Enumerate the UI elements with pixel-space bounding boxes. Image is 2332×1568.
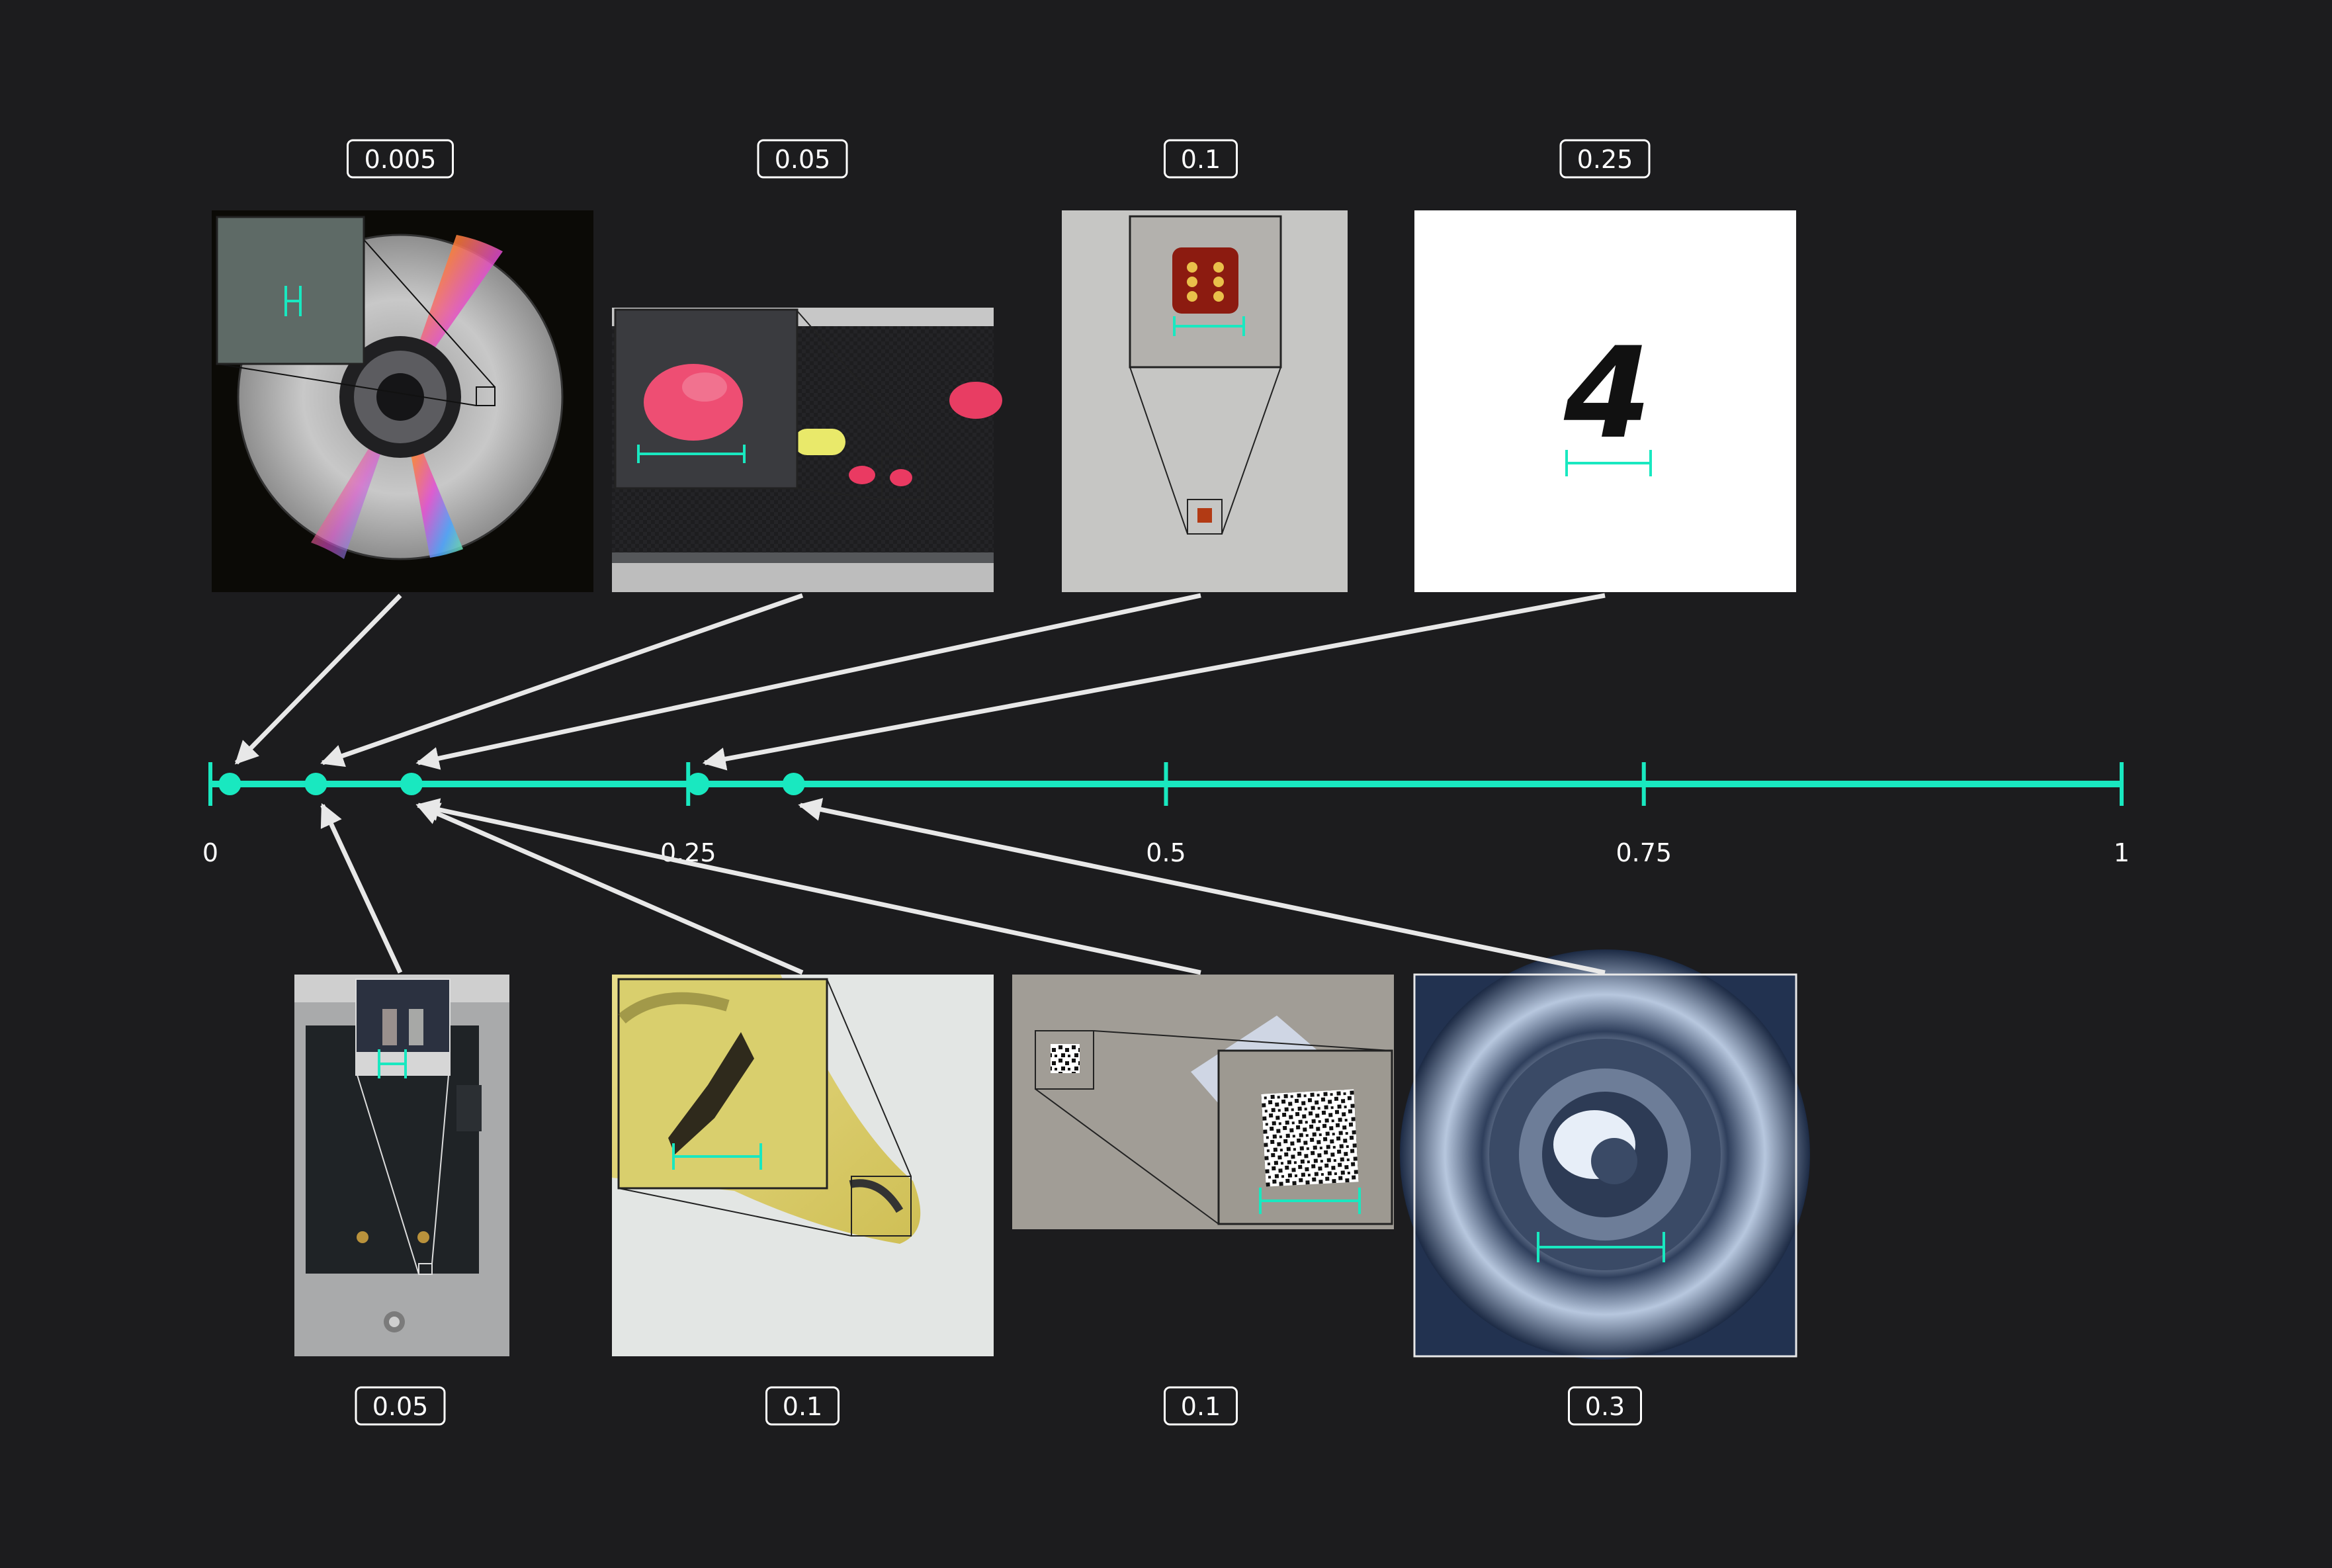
image-qr-code (1012, 975, 1394, 1229)
value-badge: 0.3 (1568, 1386, 1642, 1426)
arrow (415, 593, 1201, 770)
arrow (320, 803, 403, 974)
axis-tick-label: 0.75 (1616, 838, 1672, 867)
value-badge: 0.05 (757, 139, 848, 179)
image-dice (1062, 210, 1348, 592)
value-badge-label: 0.05 (372, 1392, 429, 1421)
value-badge-frame (1568, 1386, 1642, 1426)
axis-tick-label: 0 (202, 838, 218, 867)
arrow (702, 593, 1606, 771)
image-circuit-board (294, 975, 509, 1356)
value-badge-label: 0.3 (1585, 1392, 1625, 1421)
axis-marker (687, 773, 710, 795)
value-badge-frame (355, 1386, 446, 1426)
value-badge: 0.005 (347, 139, 454, 179)
value-badge: 0.05 (355, 1386, 446, 1426)
axis-marker (782, 773, 805, 795)
digit-glyph: 4 (1563, 320, 1651, 466)
value-badge-frame (757, 139, 848, 179)
value-badge: 0.1 (1164, 139, 1238, 179)
image-conveyor-candies (612, 308, 1002, 592)
value-badge-label: 0.05 (775, 145, 831, 174)
value-badge: 0.1 (1164, 1386, 1238, 1426)
value-badge-frame (1164, 139, 1238, 179)
image-metal-ring (1400, 949, 1810, 1360)
value-badge-frame (765, 1386, 840, 1426)
arrow (798, 798, 1606, 975)
image-handwritten-digit: 4 (1414, 210, 1796, 592)
value-badge: 0.25 (1559, 139, 1651, 179)
value-badge-frame (347, 139, 454, 179)
value-badge-label: 0.1 (1181, 145, 1221, 174)
value-badge: 0.1 (765, 1386, 840, 1426)
value-badge-frame (1164, 1386, 1238, 1426)
arrow (320, 593, 804, 767)
arrow (415, 798, 1201, 975)
axis-marker (218, 773, 241, 795)
axis-tick-label: 1 (2114, 838, 2130, 867)
value-badge-label: 0.25 (1577, 145, 1633, 174)
value-labels: 0.005 0.05 0.1 0.25 0.05 0.1 0.1 0.3 (347, 139, 1651, 1426)
axis-marker (400, 773, 423, 795)
value-badge-label: 0.1 (783, 1392, 822, 1421)
value-badge-frame (1559, 139, 1651, 179)
axis-tick-label: 0.5 (1146, 838, 1186, 867)
arrows (234, 593, 1606, 975)
image-banana-chip (612, 975, 994, 1356)
value-badge-label: 0.1 (1181, 1392, 1221, 1421)
image-cd-disc (212, 210, 593, 592)
axis-marker (304, 773, 327, 795)
arrow (415, 803, 804, 975)
value-badge-label: 0.005 (365, 145, 437, 174)
arrow (234, 593, 402, 765)
